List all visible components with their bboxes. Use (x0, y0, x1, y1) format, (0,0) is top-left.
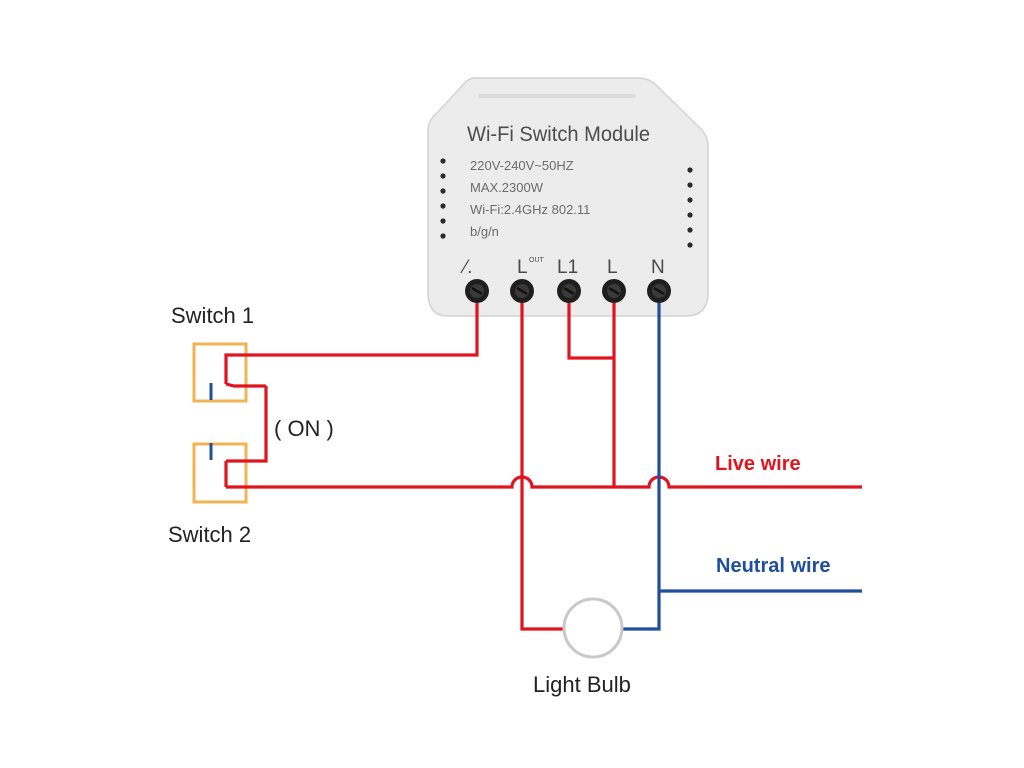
terminal-label-l1: L1 (557, 257, 578, 278)
module-spec-power: MAX.2300W (470, 180, 544, 195)
wire-switch-1-lever (225, 382, 266, 388)
wire-switch-2-to-live-main (226, 475, 862, 489)
terminal-label-switch: ⁄. (460, 257, 472, 278)
switch-2-label: Switch 2 (168, 522, 251, 547)
wire-switch-terminal-to-switch-1 (224, 303, 479, 384)
terminal-label-lout: L (517, 257, 528, 278)
wire-switch-link (226, 386, 268, 463)
screw-terminals (465, 279, 671, 303)
live-wire-label: Live wire (715, 453, 801, 475)
terminal-screw-lout (510, 279, 534, 303)
module-spec-standard: b/g/n (470, 224, 499, 239)
left-vent (440, 158, 446, 239)
wire-l1-to-l-bridge (567, 303, 614, 360)
neutral-wiring (622, 303, 862, 631)
module-spec-wifi: Wi-Fi:2.4GHz 802.11 (470, 202, 590, 217)
terminal-screw-n (647, 279, 671, 303)
switch-state-label: ( ON ) (274, 416, 334, 441)
terminal-label-l: L (607, 257, 618, 278)
wire-n-to-neutral-main (622, 303, 661, 631)
wire-lout-to-bulb (520, 303, 564, 631)
switch-1-label: Switch 1 (171, 303, 254, 328)
switch-1-housing (192, 342, 248, 403)
switch-1 (192, 342, 248, 403)
neutral-wire-label: Neutral wire (716, 555, 830, 577)
terminal-screw-l1 (557, 279, 581, 303)
switch-2 (192, 442, 248, 504)
right-vent (687, 167, 693, 248)
module-housing (427, 77, 709, 317)
terminal-label-lout-sup: OUT (529, 257, 545, 264)
module-spec-voltage: 220V-240V~50HZ (470, 158, 574, 173)
light-bulb (562, 597, 624, 659)
light-bulb-label: Light Bulb (533, 672, 631, 697)
terminal-screw-switch (465, 279, 489, 303)
wifi-switch-module: Wi-Fi Switch Module 220V-240V~50HZ MAX.2… (427, 77, 709, 317)
module-title: Wi-Fi Switch Module (467, 123, 650, 146)
terminal-label-n: N (651, 257, 665, 278)
terminal-screw-l (602, 279, 626, 303)
switch-2-housing (192, 442, 248, 504)
live-wiring (224, 303, 862, 631)
